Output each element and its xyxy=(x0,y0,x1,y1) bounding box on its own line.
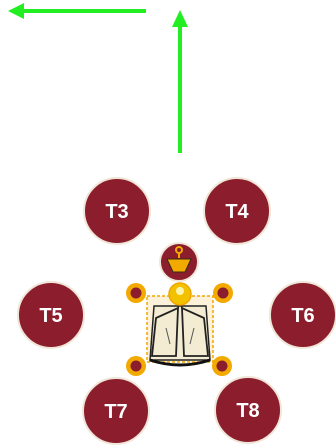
table-t4-label: T4 xyxy=(225,201,249,223)
table-t8-label: T8 xyxy=(236,400,259,422)
anchor-icon[interactable] xyxy=(159,242,199,282)
arrow-up[interactable] xyxy=(172,10,188,153)
table-t8[interactable]: T8 xyxy=(214,376,282,444)
resize-handle-bottom-left[interactable] xyxy=(126,356,146,376)
resize-handle-bottom-right[interactable] xyxy=(212,356,232,376)
table-t3[interactable]: T3 xyxy=(83,177,151,245)
rotate-handle-icon[interactable] xyxy=(168,282,192,306)
resize-handle-top-right[interactable] xyxy=(213,283,233,303)
resize-handle-top-left[interactable] xyxy=(126,283,146,303)
table-t5[interactable]: T5 xyxy=(17,281,85,349)
table-t6[interactable]: T6 xyxy=(269,281,336,349)
table-t4[interactable]: T4 xyxy=(203,177,271,245)
table-t5-label: T5 xyxy=(39,305,62,327)
table-t6-label: T6 xyxy=(291,305,314,327)
chair-icon[interactable] xyxy=(149,299,211,367)
table-t3-label: T3 xyxy=(105,201,128,223)
table-t7[interactable]: T7 xyxy=(82,377,150,445)
arrow-left[interactable] xyxy=(8,3,146,19)
table-t7-label: T7 xyxy=(104,401,127,423)
